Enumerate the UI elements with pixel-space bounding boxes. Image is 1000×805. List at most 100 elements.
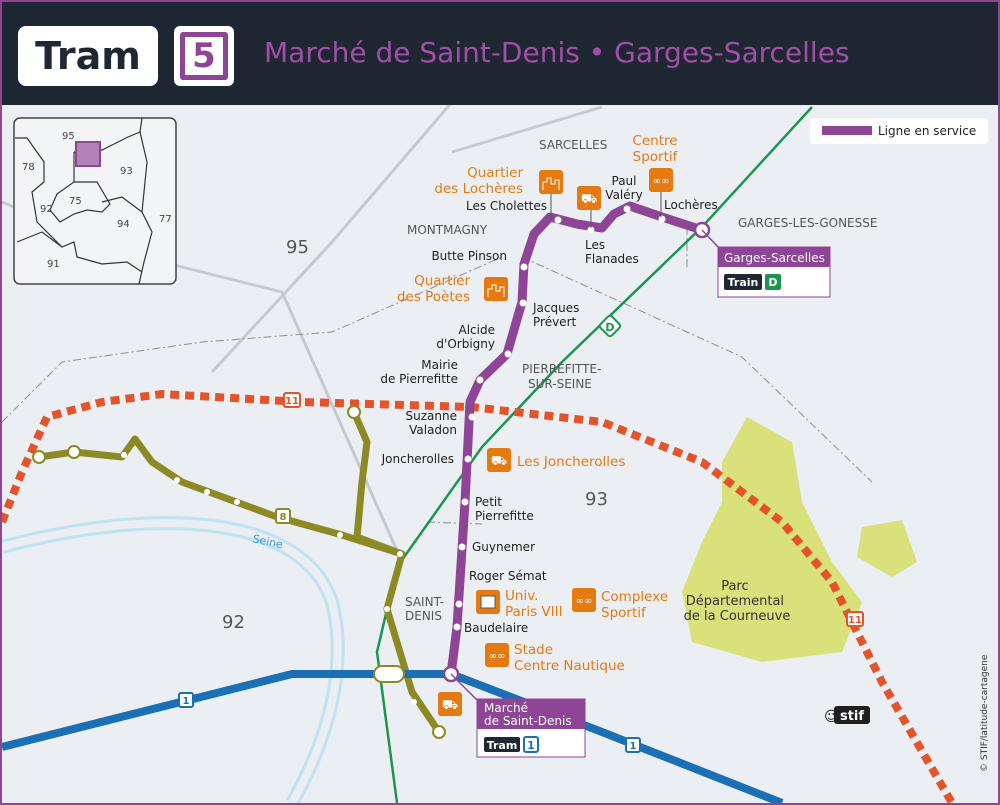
tram11-badge: 11 (285, 396, 299, 407)
station-label: Mairie (421, 358, 458, 372)
tram5-stops (442, 205, 711, 683)
svg-text:91: 91 (47, 259, 60, 270)
station-label: Roger Sémat (469, 569, 547, 583)
station-label: Paul (612, 174, 637, 188)
park-label: Parc Départemental de la Courneuve (684, 579, 791, 624)
svg-text:∞∞: ∞∞ (489, 651, 506, 662)
stop-butte-pinson[interactable] (520, 263, 528, 271)
stop-mairie-pierrefitte[interactable] (476, 376, 484, 384)
svg-text:Ligne en service: Ligne en service (878, 124, 976, 138)
stop-guynemer[interactable] (458, 543, 466, 551)
terminus-box-garges: Garges-Sarcelles Train D (701, 229, 831, 298)
tram1-badge-2: 1 (630, 741, 637, 752)
tram11-badge-2: 11 (848, 615, 862, 626)
borders (2, 227, 873, 525)
area-labels: SARCELLES MONTMAGNY GARGES-LES-GONESSE P… (222, 138, 877, 633)
stop-joncherolles[interactable] (464, 455, 472, 463)
line-number: 5 (180, 32, 228, 80)
svg-text:stif: stif (840, 709, 864, 724)
tram1-line (2, 670, 784, 803)
svg-text:Les Joncherolles: Les Joncherolles (517, 454, 625, 470)
svg-text:Garges-Sarcelles: Garges-Sarcelles (724, 251, 825, 265)
seine-label: Seine (251, 532, 284, 551)
svg-text:95: 95 (286, 237, 309, 258)
stop-alcide-orbigny[interactable] (504, 350, 512, 358)
train-d-badge: D (605, 321, 614, 334)
park-courneuve (682, 417, 862, 662)
svg-text:Train: Train (728, 276, 759, 289)
stop-baudelaire[interactable] (453, 623, 461, 631)
svg-text:94: 94 (117, 219, 130, 230)
shopping-cart-icon (487, 448, 511, 472)
svg-text:Tram: Tram (487, 739, 518, 752)
svg-text:95: 95 (62, 131, 75, 142)
svg-text:D: D (768, 276, 777, 289)
station-label: Petit (475, 495, 502, 509)
station-label: Butte Pinson (431, 249, 507, 263)
inset-map: 95 78 93 75 92 94 77 91 (13, 117, 177, 285)
station-label: Joncherolles (381, 452, 454, 466)
tram8-badge: 8 (280, 512, 287, 523)
svg-text:75: 75 (69, 196, 82, 207)
svg-text:SUR-SEINE: SUR-SEINE (528, 377, 592, 391)
svg-text:⛟: ⛟ (581, 192, 597, 207)
svg-text:∞∞: ∞∞ (653, 176, 670, 187)
credit: © STIF/latitude-cartagene (980, 654, 990, 772)
stop-les-cholettes[interactable] (554, 216, 562, 224)
stop-jacques-prevert[interactable] (519, 299, 527, 307)
station-label: Les (585, 238, 605, 252)
svg-text:☺: ☺ (824, 709, 839, 725)
svg-text:⛟: ⛟ (491, 454, 507, 469)
mode-label: Tram (18, 26, 158, 86)
stop-locheres[interactable] (658, 215, 666, 223)
line-number-badge: 5 (174, 26, 234, 86)
header-bar: Tram 5 Marché de Saint-Denis • Garges-Sa… (2, 2, 998, 105)
stif-logo: stif ☺ (824, 706, 870, 725)
seine-river (2, 516, 345, 803)
olympic-rings-icon (572, 588, 596, 612)
svg-text:SARCELLES: SARCELLES (539, 138, 607, 152)
svg-text:77: 77 (159, 214, 172, 225)
poi-flanades-shopping: ⛟ (577, 186, 601, 228)
olympic-rings-icon (649, 168, 673, 192)
svg-text:GARGES-LES-GONESSE: GARGES-LES-GONESSE (738, 216, 877, 230)
svg-text:SAINT-: SAINT- (405, 595, 444, 609)
stop-petit-pierrefitte[interactable] (461, 498, 469, 506)
stop-les-flanades[interactable] (587, 226, 595, 234)
station-label: Suzanne (406, 409, 457, 423)
svg-text:93: 93 (120, 166, 133, 177)
svg-text:Univ.Paris VIII: Univ.Paris VIII (505, 588, 563, 620)
stop-paul-valery[interactable] (623, 205, 631, 213)
legend-swatch (822, 126, 872, 135)
station-label: Baudelaire (464, 621, 528, 635)
station-label: Guynemer (472, 540, 535, 554)
svg-text:92: 92 (40, 204, 53, 215)
inset-highlight (75, 141, 101, 167)
stop-suzanne-valadon[interactable] (468, 413, 476, 421)
legend: Ligne en service (810, 118, 988, 144)
poi-univ-paris-viii: Univ.Paris VIII (476, 588, 563, 620)
poi-les-joncherolles: ⛟ Les Joncherolles (487, 448, 625, 472)
stop-roger-semat[interactable] (455, 600, 463, 608)
svg-text:⛟: ⛟ (442, 698, 458, 713)
svg-text:MONTMAGNY: MONTMAGNY (407, 223, 488, 237)
station-label: Jacques (532, 301, 579, 315)
